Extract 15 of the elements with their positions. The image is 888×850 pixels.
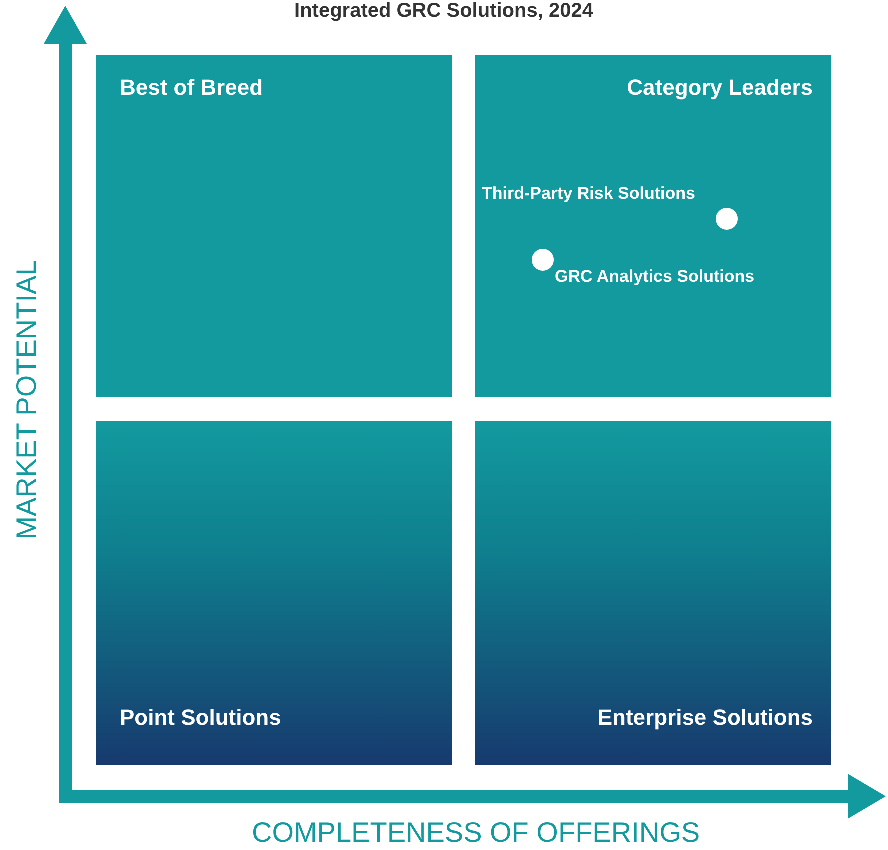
data-point xyxy=(532,249,554,271)
quadrant-title: Category Leaders xyxy=(627,75,813,101)
quadrant-title: Point Solutions xyxy=(120,705,282,731)
quadrant-box xyxy=(475,55,831,397)
quadrant-title: Best of Breed xyxy=(120,75,264,101)
quadrant-box xyxy=(96,55,452,397)
quadrant-title: Enterprise Solutions xyxy=(598,705,813,731)
axis-label: COMPLETENESS OF OFFERINGS xyxy=(252,817,700,849)
data-point xyxy=(716,208,738,230)
chart-title: Integrated GRC Solutions, 2024 xyxy=(294,0,594,22)
axis-label: MARKET POTENTIAL xyxy=(11,260,43,540)
point-label: Third-Party Risk Solutions xyxy=(482,184,696,204)
quadrant-box xyxy=(96,421,452,765)
point-label: GRC Analytics Solutions xyxy=(555,267,755,287)
quadrant-box xyxy=(475,421,831,765)
